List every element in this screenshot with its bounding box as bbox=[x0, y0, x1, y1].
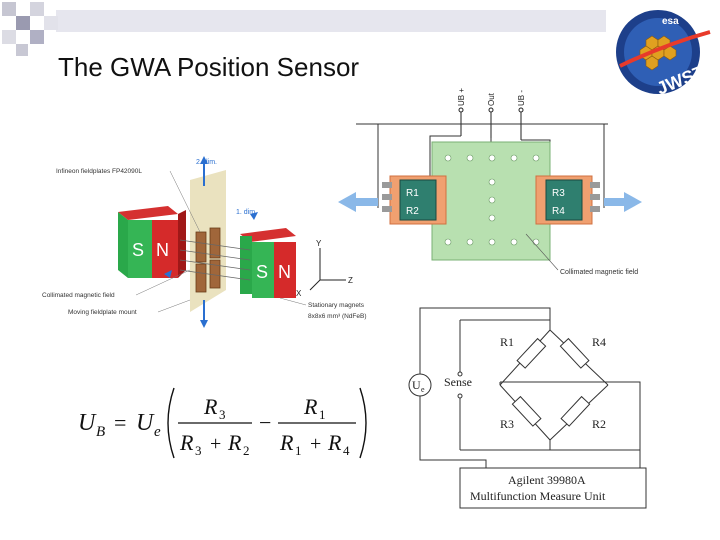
f-den2a: R bbox=[279, 430, 294, 455]
f-den1b: R bbox=[227, 430, 242, 455]
header-decoration bbox=[2, 2, 606, 56]
f-den2a-sub: 1 bbox=[295, 443, 302, 458]
left-magnet: S N bbox=[118, 206, 186, 278]
f-num1-sub: 3 bbox=[219, 407, 226, 422]
magnet-right-s: S bbox=[256, 262, 268, 282]
esa-text: esa bbox=[662, 16, 679, 27]
fieldplates bbox=[195, 227, 221, 293]
unit-line1: Agilent 39980A bbox=[508, 473, 586, 487]
f-den1a-sub: 3 bbox=[195, 443, 202, 458]
f-minus: − bbox=[259, 410, 271, 435]
label-dim2: 2. dim. bbox=[196, 159, 217, 166]
label-dim1: 1. dim. bbox=[236, 209, 257, 216]
field-lines bbox=[179, 239, 251, 281]
decor-square bbox=[2, 30, 16, 44]
axis-y-label: Y bbox=[316, 239, 322, 248]
decor-square bbox=[30, 2, 44, 16]
decor-square bbox=[2, 2, 16, 16]
f-ub: U bbox=[78, 410, 97, 436]
field-direction-arrows bbox=[338, 192, 642, 212]
decor-square bbox=[30, 30, 44, 44]
right-sensor-chip: R3 R4 bbox=[535, 175, 600, 225]
axis-z-label: Z bbox=[348, 276, 353, 285]
parentheses bbox=[167, 387, 367, 459]
voltage-source bbox=[408, 373, 432, 397]
bridge-r2: R2 bbox=[592, 417, 606, 431]
jwst-logo: esa JWST bbox=[616, 10, 711, 96]
pin-ub-plus: UB + bbox=[457, 88, 466, 106]
left-sensor-chip: R1 R2 bbox=[382, 175, 447, 225]
page-title: The GWA Position Sensor bbox=[58, 52, 360, 82]
magnet-sensor-diagram: S N S N Y Z X Infineon fieldplates bbox=[42, 156, 367, 328]
orbit-swoosh bbox=[619, 30, 711, 68]
label-leader-lines bbox=[135, 170, 307, 313]
bridge-formula: U B U e R 3 R 3 R 2 R 1 R 1 R 4 = + − + bbox=[78, 387, 367, 459]
decor-square bbox=[16, 16, 30, 30]
f-ue-sub: e bbox=[154, 424, 161, 440]
label-collimated: Collimated magnetic field bbox=[42, 292, 115, 299]
label-fieldplates: Infineon fieldplates FP42090L bbox=[56, 168, 142, 175]
f-den1a: R bbox=[179, 430, 194, 455]
fieldplate-mount bbox=[190, 170, 226, 312]
measure-unit-box bbox=[459, 467, 647, 509]
pcb-r4: R4 bbox=[552, 206, 565, 217]
f-num1: R bbox=[203, 394, 218, 419]
pcb-r2: R2 bbox=[406, 206, 419, 217]
motion-arrows bbox=[164, 156, 258, 328]
f-den2b: R bbox=[327, 430, 342, 455]
f-eq: = bbox=[114, 410, 126, 435]
axis-icon bbox=[309, 248, 346, 291]
axis-x-label: X bbox=[296, 289, 302, 298]
bridge-diamond bbox=[499, 329, 609, 441]
f-ue: U bbox=[136, 410, 155, 436]
sense-label: Sense bbox=[444, 375, 472, 389]
magnet-left-s: S bbox=[132, 240, 144, 260]
sense-terminal-top bbox=[457, 371, 463, 377]
decor-bar bbox=[56, 10, 606, 32]
f-plus1: + bbox=[210, 433, 221, 455]
f-ub-sub: B bbox=[96, 424, 105, 440]
wheatstone-bridge-diagram: R1 R4 R3 R2 U e Sense Agilent 39980A Mul… bbox=[408, 307, 647, 509]
connector-pins bbox=[458, 107, 524, 140]
pcb-r3: R3 bbox=[552, 188, 565, 199]
f-num2: R bbox=[303, 394, 318, 419]
ue-sub: e bbox=[421, 385, 425, 394]
label-mount: Moving fieldplate mount bbox=[68, 309, 137, 316]
f-plus2: + bbox=[310, 433, 321, 455]
decor-square bbox=[16, 44, 28, 56]
label-field: Collimated magnetic field bbox=[560, 269, 638, 276]
field-leader bbox=[525, 233, 559, 271]
f-num2-sub: 1 bbox=[319, 407, 326, 422]
label-stationary-1: Stationary magnets bbox=[308, 302, 365, 309]
f-den2b-sub: 4 bbox=[343, 443, 350, 458]
bridge-r4: R4 bbox=[592, 335, 606, 349]
bridge-r3: R3 bbox=[500, 417, 514, 431]
sense-terminal-bottom bbox=[457, 393, 463, 399]
pin-ub-minus: UB - bbox=[517, 90, 526, 106]
pcb-r1: R1 bbox=[406, 188, 419, 199]
pin-out: Out bbox=[487, 92, 496, 106]
unit-line2: Multifunction Measure Unit bbox=[470, 489, 606, 503]
label-stationary-2: 8x8x6 mm³ (NdFeB) bbox=[308, 313, 367, 320]
decor-square bbox=[44, 16, 58, 30]
f-den1b-sub: 2 bbox=[243, 443, 250, 458]
magnet-left-n: N bbox=[156, 240, 169, 260]
magnet-right-n: N bbox=[278, 262, 291, 282]
sensor-pcb-diagram: UB + Out UB - R1 R2 R3 R4 bbox=[338, 88, 642, 276]
bridge-r1: R1 bbox=[500, 335, 514, 349]
ue-label: U bbox=[412, 378, 421, 392]
bridge-wires bbox=[419, 307, 641, 468]
right-magnet: S N bbox=[240, 228, 296, 298]
